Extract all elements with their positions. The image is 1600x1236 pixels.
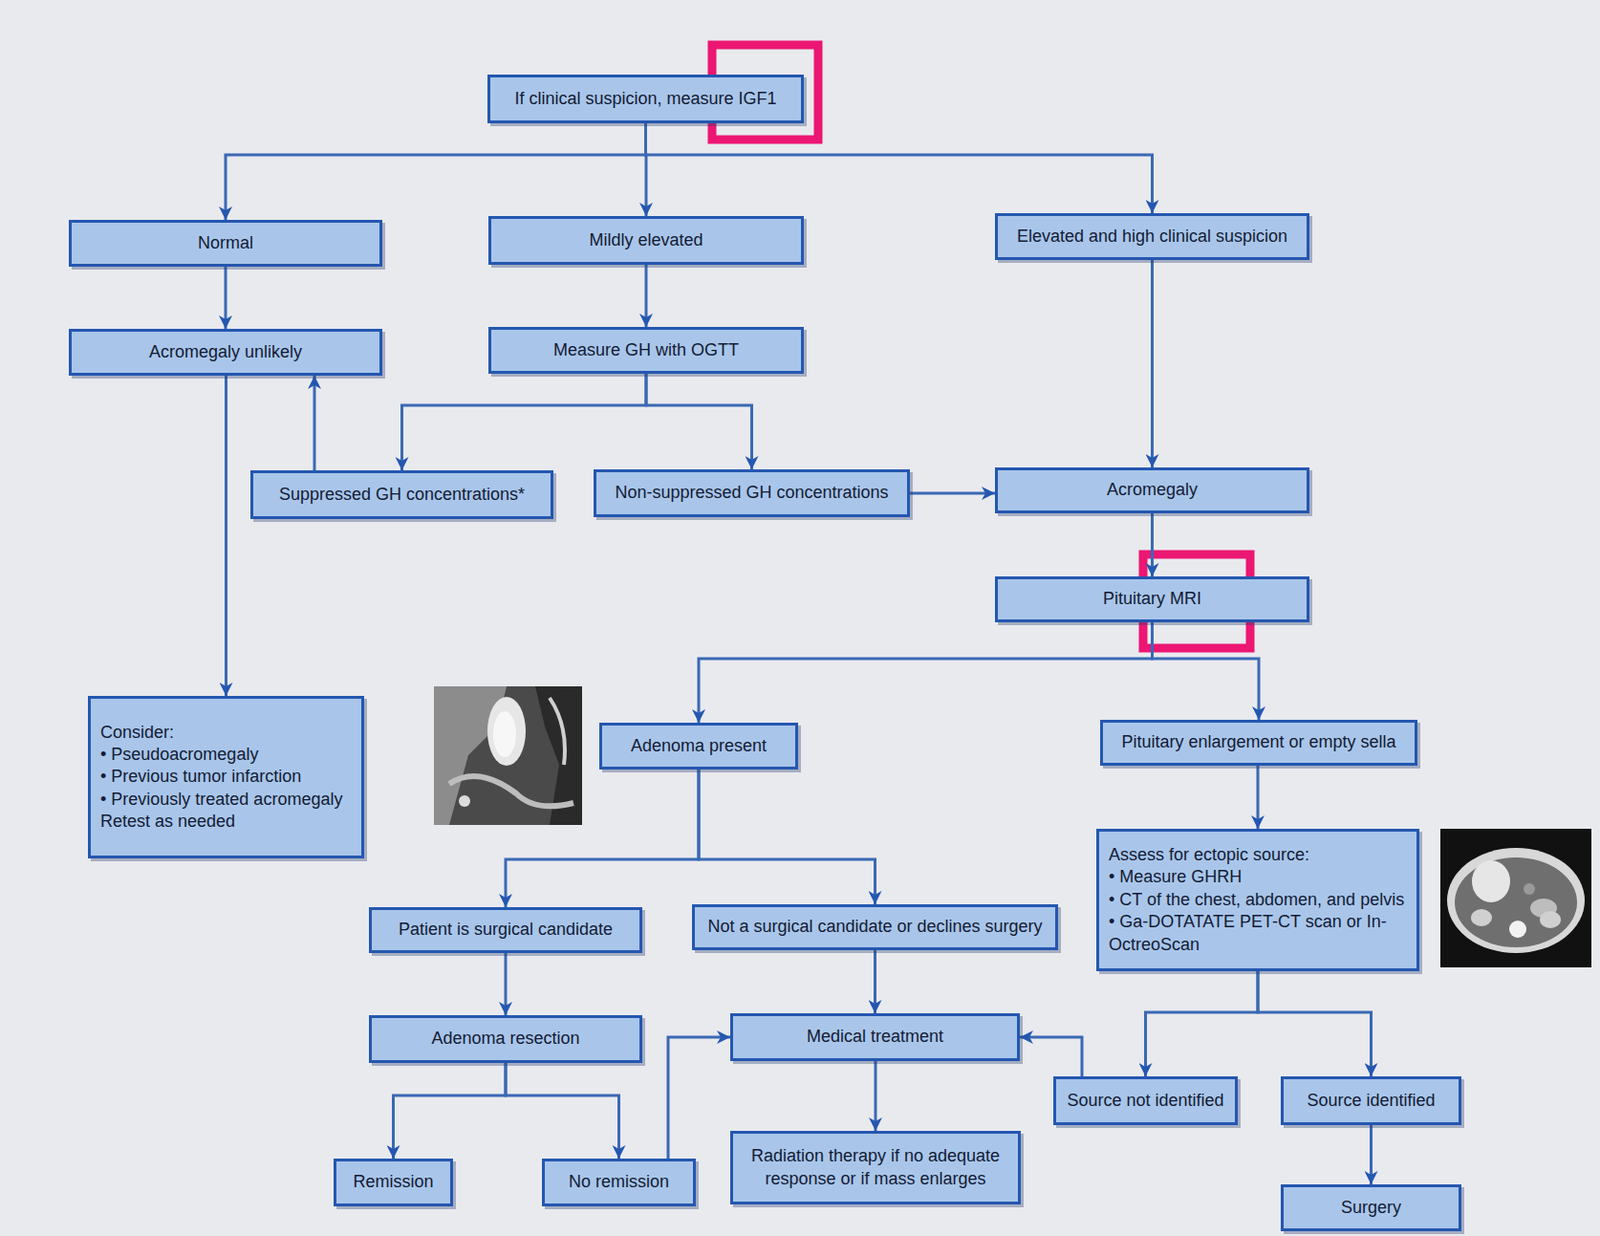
- connector-arrow: [504, 952, 508, 1016]
- process-box: Non-suppressed GH concentrations: [593, 469, 910, 518]
- node-text: Retest as needed: [100, 810, 236, 833]
- node-text: Source not identified: [1066, 1089, 1224, 1112]
- node-text: • Pseudoacromegaly: [100, 743, 259, 766]
- node-text: Elevated and high clinical suspicion: [1016, 225, 1288, 248]
- node-text: Suppressed GH concentrations*: [279, 483, 525, 506]
- node-text: Mildly elevated: [588, 229, 703, 252]
- ct-image: [1440, 828, 1592, 968]
- connector-arrow: [646, 123, 1153, 214]
- node-text: Adenoma resection: [431, 1027, 580, 1050]
- connector-arrow: [1150, 513, 1154, 577]
- process-box: No remission: [541, 1158, 696, 1207]
- connector-arrow: [505, 769, 699, 908]
- process-box: Suppressed GH concentrations*: [250, 470, 554, 519]
- node-text: If clinical suspicion, measure IGF1: [514, 87, 777, 110]
- process-box: Pituitary enlargement or empty sella: [1100, 719, 1418, 766]
- connector-arrow: [313, 375, 317, 471]
- node-text: Non-suppressed GH concentrations: [614, 481, 888, 504]
- node-text: Not a surgical candidate or declines sur…: [707, 915, 1042, 938]
- process-box: Consider:• Pseudoacromegaly• Previous tu…: [87, 695, 365, 859]
- process-box: Elevated and high clinical suspicion: [994, 213, 1310, 260]
- node-text: Consider:: [100, 721, 174, 744]
- process-box: Adenoma resection: [368, 1015, 643, 1063]
- connector-arrow: [668, 1037, 731, 1159]
- process-box: Measure GH with OGTT: [488, 326, 804, 374]
- node-text: Remission: [352, 1170, 433, 1193]
- connector-arrow: [393, 1062, 507, 1159]
- process-box: Patient is surgical candidate: [368, 907, 643, 953]
- connector-arrow: [873, 950, 877, 1014]
- process-box: Acromegaly unlikely: [68, 328, 383, 376]
- process-box: Acromegaly: [994, 467, 1310, 514]
- node-text: Acromegaly unlikely: [149, 341, 303, 364]
- node-text: Adenoma present: [630, 735, 767, 757]
- process-box: Source not identified: [1053, 1076, 1238, 1125]
- process-box: Adenoma present: [599, 722, 799, 770]
- process-box: Not a surgical candidate or declines sur…: [691, 904, 1059, 951]
- process-box: Medical treatment: [730, 1013, 1020, 1061]
- mri-image: [433, 686, 583, 825]
- node-text: Measure GH with OGTT: [553, 339, 739, 362]
- connector-arrow: [645, 264, 649, 327]
- node-text: Acromegaly: [1106, 478, 1198, 501]
- process-box: Radiation therapy if no adequate respons…: [730, 1130, 1021, 1205]
- node-text: Medical treatment: [806, 1025, 944, 1048]
- node-text: Surgery: [1340, 1196, 1402, 1219]
- connector-arrow: [505, 1062, 620, 1159]
- connector-arrow: [698, 769, 876, 905]
- process-box: Mildly elevated: [488, 216, 804, 265]
- node-text: • Previously treated acromegaly: [100, 788, 343, 811]
- connector-arrow: [698, 622, 1153, 723]
- process-box: Remission: [333, 1158, 454, 1207]
- connector-arrow: [909, 492, 995, 496]
- connector-arrow: [224, 266, 228, 329]
- connector-arrow: [1150, 259, 1154, 468]
- connector-arrow: [1257, 971, 1372, 1077]
- connector-arrow: [646, 373, 753, 470]
- process-box: Source identified: [1280, 1076, 1462, 1125]
- node-text: No remission: [568, 1170, 670, 1193]
- connector-arrow: [225, 123, 647, 220]
- node-text: • Ga-DOTATATE PET-CT scan or In-OctreoSc…: [1108, 910, 1407, 956]
- node-text: Normal: [197, 232, 254, 255]
- connector-arrow: [224, 375, 228, 696]
- connector-arrow: [402, 373, 648, 471]
- node-text: Pituitary enlargement or empty sella: [1121, 731, 1396, 754]
- connector-arrow: [1256, 765, 1260, 829]
- connector-arrow: [1369, 1124, 1373, 1185]
- node-text: Source identified: [1306, 1089, 1435, 1112]
- node-text: • CT of the chest, abdomen, and pelvis: [1108, 888, 1405, 911]
- connector-arrow: [874, 1060, 878, 1131]
- process-box: Normal: [68, 219, 383, 267]
- process-box: If clinical suspicion, measure IGF1: [487, 74, 804, 124]
- node-text: Radiation therapy if no adequate respons…: [742, 1145, 1009, 1190]
- process-box: Pituitary MRI: [994, 576, 1310, 623]
- node-text: • Previous tumor infarction: [100, 765, 302, 788]
- process-box: Assess for ectopic source:• Measure GHRH…: [1096, 828, 1420, 972]
- node-text: Pituitary MRI: [1102, 587, 1202, 610]
- connector-arrow: [1019, 1037, 1082, 1077]
- connector-arrow: [1152, 622, 1260, 720]
- process-box: Surgery: [1280, 1184, 1462, 1232]
- node-text: Assess for ectopic source:: [1108, 843, 1310, 866]
- node-text: • Measure GHRH: [1108, 865, 1242, 888]
- connector-arrow: [1145, 971, 1259, 1077]
- node-text: Patient is surgical candidate: [398, 918, 613, 941]
